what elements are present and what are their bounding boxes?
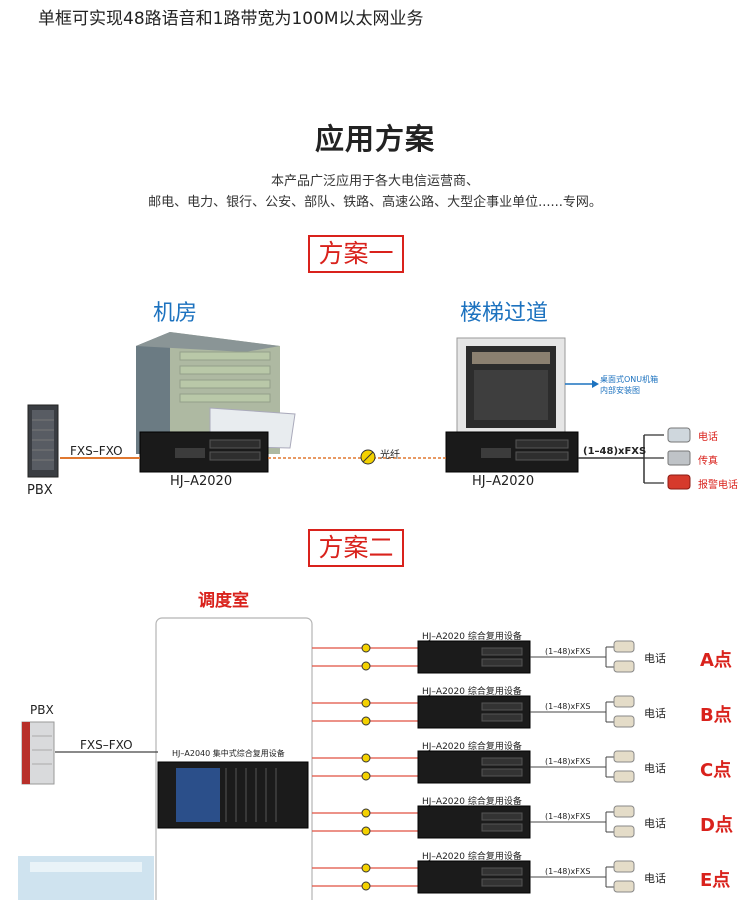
terminal-alarm: 报警电话	[698, 480, 738, 491]
central-device-icon	[157, 761, 309, 829]
phone-label-a: 电话	[644, 652, 666, 665]
phone-icon	[667, 427, 691, 443]
point-c: C点	[700, 760, 732, 781]
room-left-label: 机房	[153, 301, 198, 326]
fiber-label: 光纤	[380, 450, 400, 461]
scheme1-label: 方案一	[308, 235, 404, 273]
fxs-label-b: (1–48)xFXS	[545, 702, 591, 711]
point-d: D点	[700, 815, 733, 836]
onu-note-1: 桌面式ONU机箱	[600, 375, 659, 384]
remote-device-label-a: HJ–A2020 综合复用设备	[422, 632, 522, 642]
pbx-rack-icon	[27, 404, 59, 478]
remote-device-label-d: HJ–A2020 综合复用设备	[422, 797, 522, 807]
remote-phone-lines	[530, 646, 614, 888]
office-photo	[18, 856, 154, 900]
point-a: A点	[700, 650, 732, 671]
central-device-label: HJ–A2040 集中式综合复用设备	[172, 749, 285, 758]
scheme2-pbx-label: PBX	[30, 703, 54, 717]
intro-line-2: 邮电、电力、银行、公安、部队、铁路、高速公路、大型企事业单位......专网。	[148, 195, 602, 210]
remote-device-label-e: HJ–A2020 综合复用设备	[422, 852, 522, 862]
fxs-label-d: (1–48)xFXS	[545, 812, 591, 821]
onu-cabinet-icon	[456, 337, 566, 439]
remote-device-icons	[417, 640, 531, 894]
terminal-phone: 电话	[698, 432, 718, 443]
dispatch-room-label: 调度室	[198, 591, 249, 611]
onu-note-2: 内部安装图	[600, 386, 640, 395]
fxs-label-e: (1–48)xFXS	[545, 867, 591, 876]
fxs-label: (1–48)xFXS	[583, 446, 647, 457]
capacity-text: 单框可实现48路语音和1路带宽为100M以太网业务	[38, 9, 424, 29]
remote-device-label-b: HJ–A2020 综合复用设备	[422, 687, 522, 697]
alarm-phone-icon	[667, 474, 691, 490]
phone-label-d: 电话	[644, 817, 666, 830]
remote-device-label-c: HJ–A2020 综合复用设备	[422, 742, 522, 752]
phone-label-e: 电话	[644, 872, 666, 885]
point-b: B点	[700, 705, 732, 726]
remote-device-panels	[481, 647, 523, 887]
fiber-coil-icons	[361, 643, 371, 891]
device-right-label: HJ–A2020	[472, 474, 535, 489]
device-left-icon	[139, 431, 269, 473]
fxs-label-c: (1–48)xFXS	[545, 757, 591, 766]
remote-phone-icons	[613, 640, 635, 893]
phone-label-c: 电话	[644, 762, 666, 775]
link-left-label: FXS–FXO	[70, 444, 123, 458]
terminal-fax: 传真	[698, 456, 718, 467]
intro-line-1: 本产品广泛应用于各大电信运营商、	[270, 174, 479, 189]
room-right-label: 楼梯过道	[460, 301, 549, 326]
scheme2-link-label: FXS–FXO	[80, 738, 133, 752]
fxs-label-a: (1–48)xFXS	[545, 647, 591, 656]
pbx-cabinet-icon	[21, 721, 55, 785]
fax-icon	[667, 450, 691, 466]
point-e: E点	[700, 870, 731, 891]
fiber-lines	[312, 647, 418, 887]
fiber-coil-icon	[360, 449, 376, 465]
device-left-label: HJ–A2020	[170, 474, 233, 489]
building-icon	[136, 332, 296, 454]
device-right-icon	[445, 431, 579, 473]
section-title: 应用方案	[314, 122, 435, 156]
dispatch-room-box	[155, 617, 313, 900]
pbx-label: PBX	[27, 483, 53, 498]
scheme2-label: 方案二	[308, 529, 404, 567]
phone-label-b: 电话	[644, 707, 666, 720]
